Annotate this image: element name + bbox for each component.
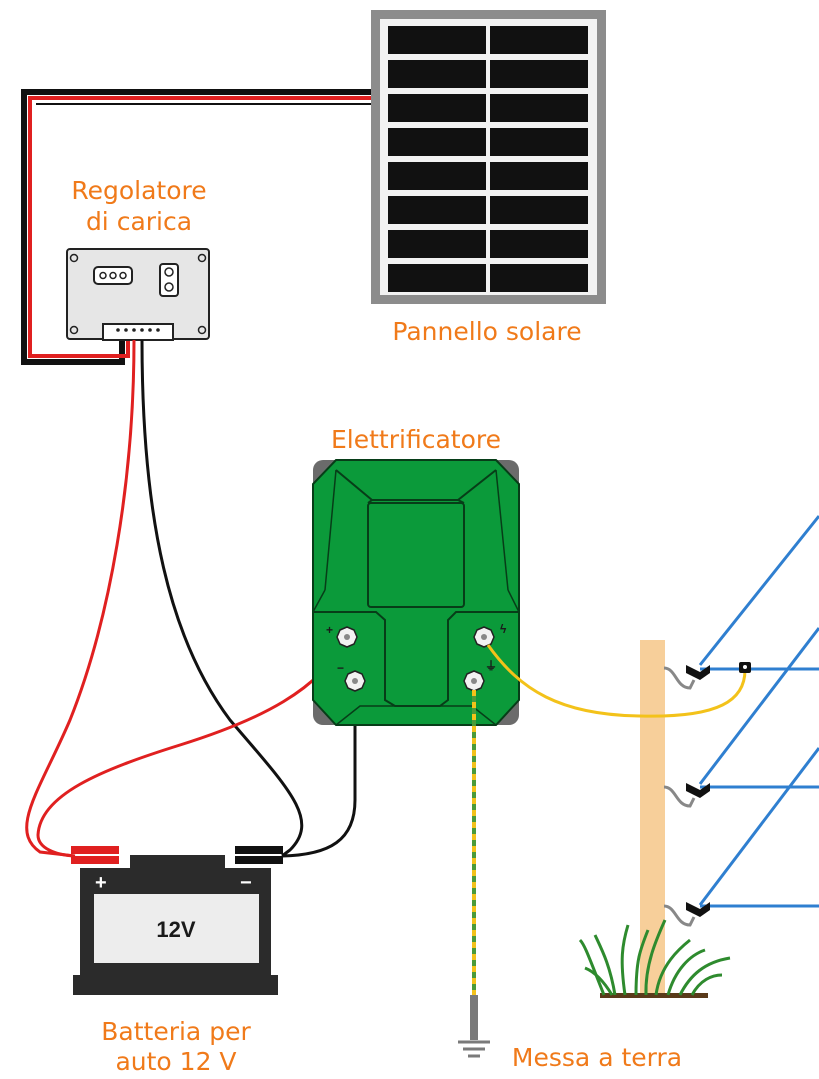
battery-label-line1: Batteria per [101,1017,251,1046]
solar-cell [388,94,486,122]
grass-icon [578,919,731,998]
solar-cell [388,26,486,54]
energizer-plus-symbol: + [326,623,333,637]
solar-cell [490,26,588,54]
panel-label: Pannello solare [392,317,581,346]
solar-panel-icon [371,10,606,304]
solar-cell [388,230,486,258]
solar-cell [490,60,588,88]
solar-cell [490,94,588,122]
solar-cell [490,264,588,292]
solar-cell [490,196,588,224]
energizer-earth-symbol: ⏚ [485,659,497,673]
energizer-icon: + − ϟ ⏚ [312,459,520,726]
solar-cell [388,196,486,224]
fence-wires [698,515,819,908]
battery-minus-symbol: − [240,872,252,894]
energizer-terminal-minus [344,670,366,692]
energizer-to-fence-wire [486,644,747,718]
ground-label: Messa a terra [512,1043,682,1072]
battery-plus-symbol: + [95,872,107,894]
solar-cell [388,60,486,88]
solar-cell [490,128,588,156]
insulator-icon [663,665,710,927]
energizer-label: Elettrificatore [331,425,501,454]
energizer-terminal-earth [463,670,485,692]
panel-to-regulator-wires [21,89,372,365]
energizer-terminal-fence [473,626,495,648]
energizer-fence-symbol: ϟ [500,622,507,636]
energizer-to-battery-wires [36,637,357,858]
charge-controller-icon [66,248,210,341]
solar-cell [388,162,486,190]
solar-cell [490,162,588,190]
solar-cell [388,128,486,156]
battery-voltage-label: 12V [156,917,195,942]
car-battery-icon: + − 12V [71,846,283,995]
solar-cell [388,264,486,292]
regulator-label-line2: di carica [86,207,192,236]
battery-label-line2: auto 12 V [115,1047,236,1076]
energizer-minus-symbol: − [337,661,344,675]
regulator-label-line1: Regolatore [71,176,206,205]
energizer-terminal-plus [336,626,358,648]
regulator-to-battery-wires [25,339,304,858]
ground-symbol-icon [458,995,490,1058]
solar-cell [490,230,588,258]
